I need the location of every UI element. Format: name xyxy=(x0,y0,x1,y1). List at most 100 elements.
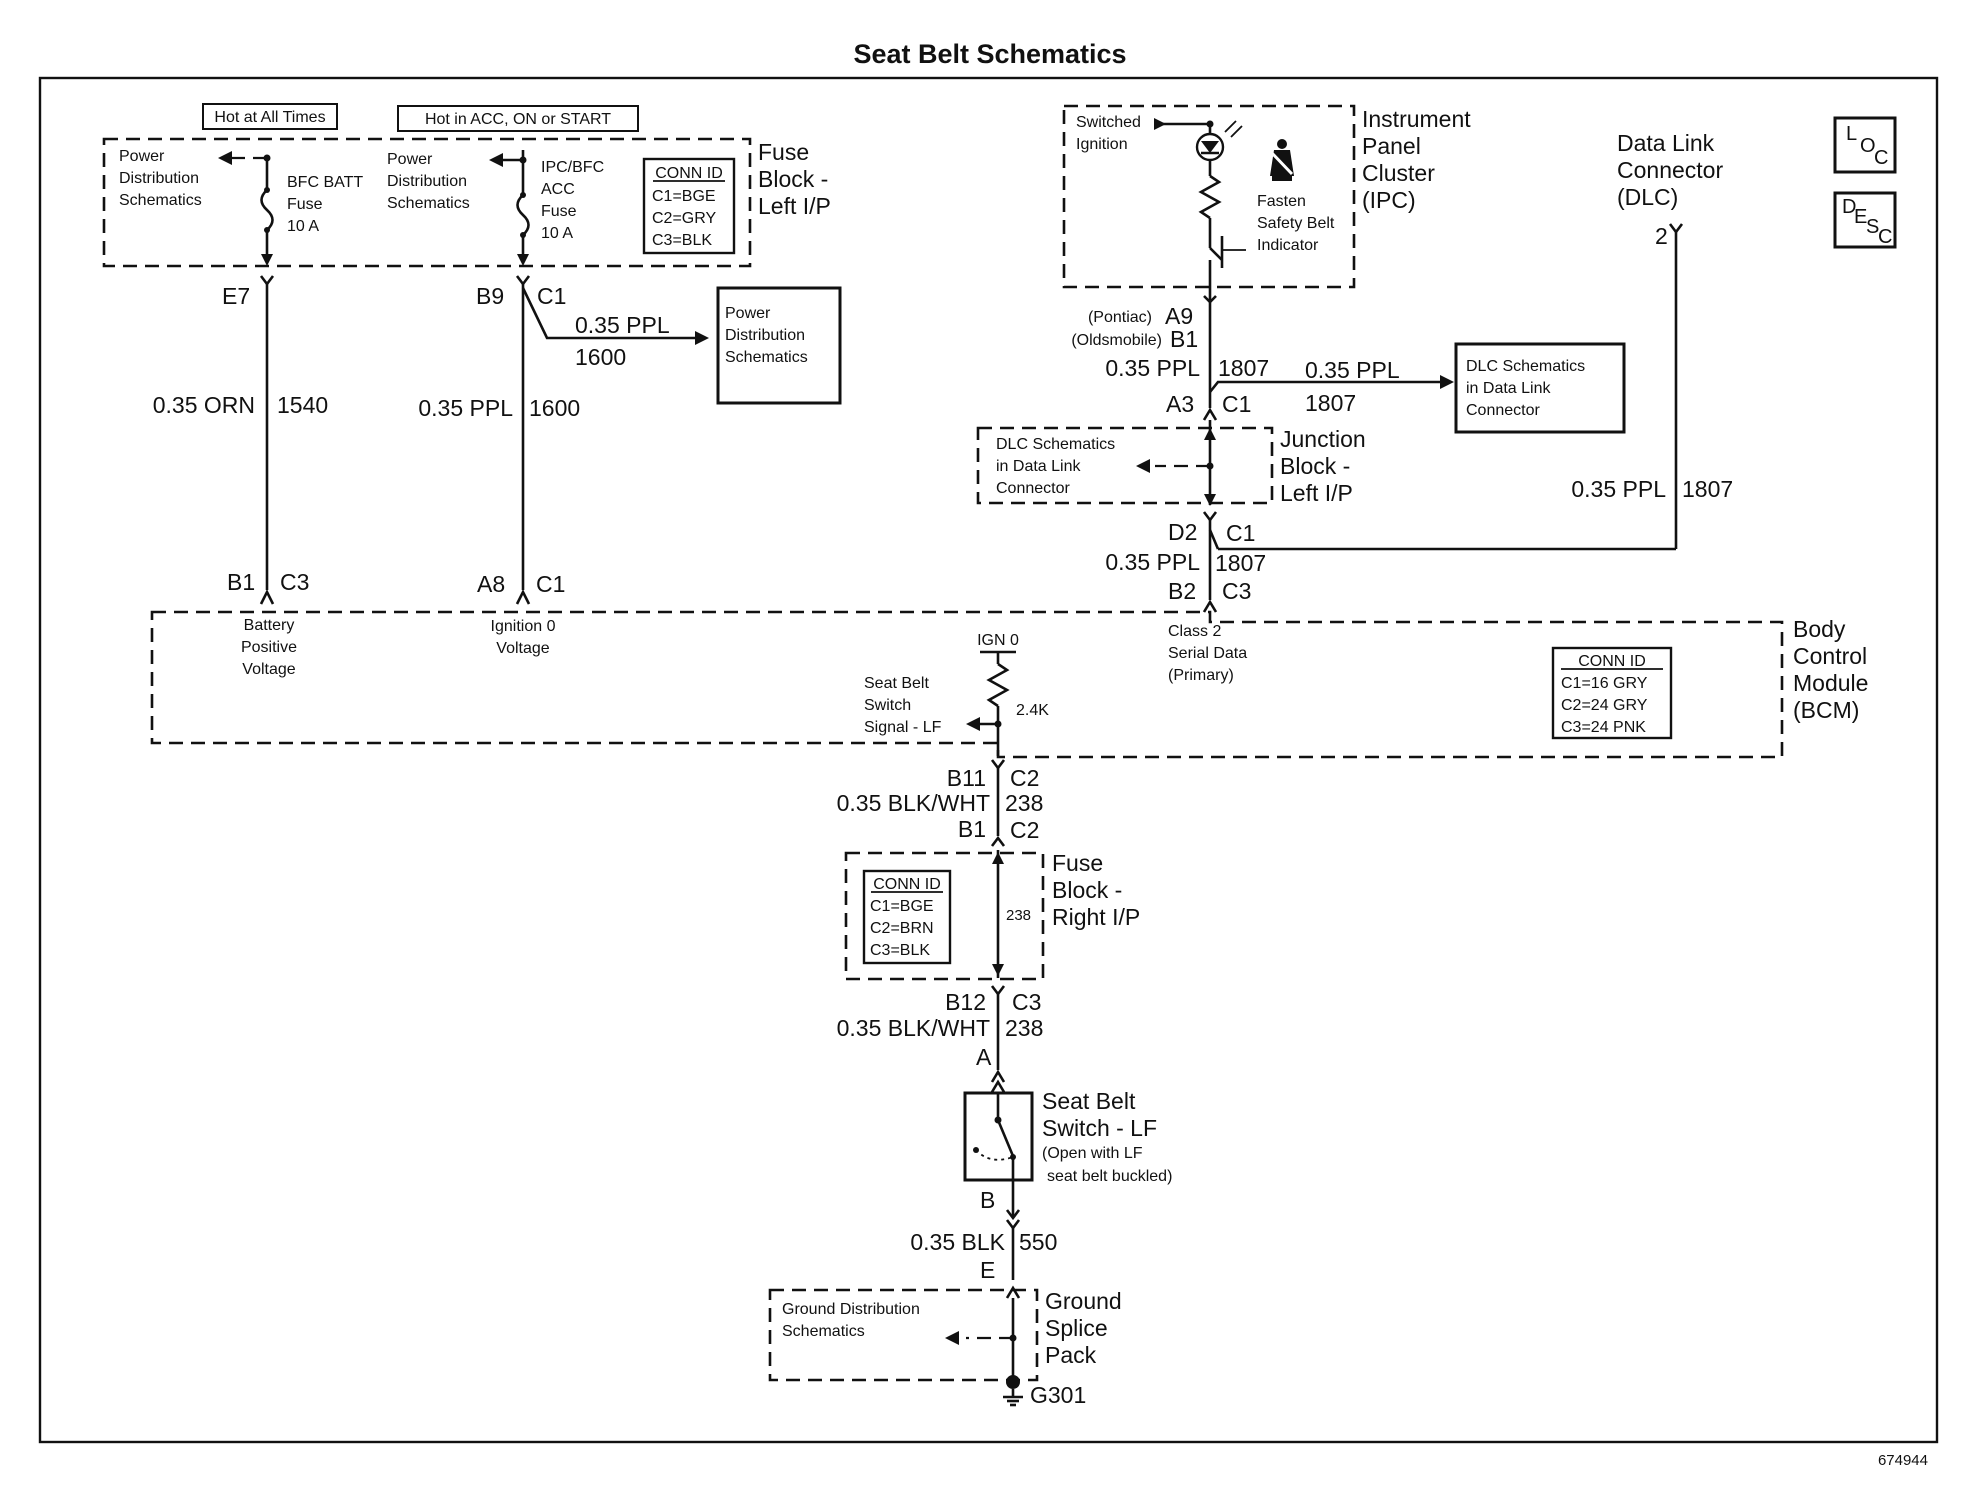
svg-text:C3=BLK: C3=BLK xyxy=(870,942,930,959)
svg-text:Class 2: Class 2 xyxy=(1168,623,1221,640)
svg-text:Right I/P: Right I/P xyxy=(1052,904,1140,930)
svg-text:Connector: Connector xyxy=(996,480,1070,497)
svg-text:Voltage: Voltage xyxy=(496,640,549,657)
bcm-pullup-resistor xyxy=(966,650,1016,756)
svg-text:Fuse: Fuse xyxy=(541,203,577,220)
connector-b1-bcm: B1 xyxy=(227,569,255,595)
svg-text:Ignition: Ignition xyxy=(1076,136,1128,153)
fuse-block-left-outline xyxy=(102,137,752,268)
connector-e: E xyxy=(980,1257,995,1283)
loc-icon[interactable]: L O C xyxy=(1833,116,1897,174)
wire-1807-ipc xyxy=(1202,302,1454,421)
ipc-tap-color: 0.35 PPL xyxy=(1305,357,1400,383)
power-distribution-box[interactable]: Power Distribution Schematics xyxy=(716,286,842,405)
svg-text:Instrument: Instrument xyxy=(1362,106,1471,132)
svg-text:(DLC): (DLC) xyxy=(1617,184,1678,210)
svg-text:Distribution: Distribution xyxy=(387,173,467,190)
connector-c3-b12: C3 xyxy=(1012,989,1041,1015)
conn-id-fuse-block-right: CONN ID C1=BGE C2=BRN C3=BLK xyxy=(862,869,952,965)
connector-b9: B9 xyxy=(476,283,504,309)
seat-belt-icon xyxy=(1269,139,1294,181)
wire-238-circuit-lower: 238 xyxy=(1005,1015,1043,1041)
wire-550 xyxy=(1005,1180,1021,1299)
ground-distribution-box[interactable]: Ground Distribution Schematics xyxy=(782,1301,920,1340)
connector-b: B xyxy=(980,1187,995,1213)
svg-text:O: O xyxy=(1860,135,1876,157)
connector-b11: B11 xyxy=(947,765,986,791)
wire-550-color: 0.35 BLK xyxy=(910,1229,1005,1255)
connector-c3-b2: C3 xyxy=(1222,578,1251,604)
svg-text:C3=24 PNK: C3=24 PNK xyxy=(1561,719,1646,736)
wire-1540-circuit: 1540 xyxy=(277,392,328,418)
connector-b1-lower: B1 xyxy=(958,816,986,842)
svg-text:C1=BGE: C1=BGE xyxy=(870,898,934,915)
seat-belt-signal-label: Seat Belt Switch Signal - LF xyxy=(864,675,942,736)
fuse-block-left-label: Fuse Block - Left I/P xyxy=(758,139,831,219)
svg-text:Distribution: Distribution xyxy=(119,170,199,187)
connector-c2-b1: C2 xyxy=(1010,817,1039,843)
ground-splice-label: Ground Splice Pack xyxy=(1045,1288,1122,1368)
svg-text:CONN ID: CONN ID xyxy=(655,165,723,182)
bfc-batt-fuse xyxy=(218,151,274,266)
power-distribution-ref-2[interactable]: Power Distribution Schematics xyxy=(387,151,470,212)
wire-1600-color: 0.35 PPL xyxy=(418,395,513,421)
svg-text:L: L xyxy=(1846,123,1857,145)
ipc-wire-color: 0.35 PPL xyxy=(1105,355,1200,381)
bcm-label: Body Control Module (BCM) xyxy=(1793,616,1868,723)
svg-text:Seat Belt: Seat Belt xyxy=(1042,1088,1136,1114)
seat-belt-switch-lf xyxy=(963,1091,1034,1182)
svg-text:Fuse: Fuse xyxy=(1052,850,1103,876)
svg-text:Power: Power xyxy=(725,305,771,322)
wire-1807-bcm xyxy=(1202,511,1220,613)
ground-symbol xyxy=(1003,1375,1023,1407)
svg-text:Junction: Junction xyxy=(1280,426,1366,452)
connector-a9: A9 xyxy=(1165,303,1193,329)
conn-id-bcm: CONN ID C1=16 GRY C2=24 GRY C3=24 PNK xyxy=(1551,646,1673,740)
svg-text:E: E xyxy=(1854,206,1867,228)
svg-text:Fuse: Fuse xyxy=(287,196,323,213)
fasten-safety-belt-label: Fasten Safety Belt Indicator xyxy=(1257,193,1335,254)
bcm-outline xyxy=(150,610,1784,759)
junction-dlc-box[interactable]: DLC Schematics in Data Link Connector xyxy=(996,436,1115,497)
wire-238-circuit-upper: 238 xyxy=(1005,790,1043,816)
tap-wire-circuit: 1600 xyxy=(575,344,626,370)
junction-splice xyxy=(1136,420,1216,506)
svg-text:Block -: Block - xyxy=(1280,453,1350,479)
pontiac-label: (Pontiac) xyxy=(1088,309,1152,326)
connector-c1-left: C1 xyxy=(537,283,566,309)
svg-text:CONN ID: CONN ID xyxy=(1578,653,1646,670)
ipc-bfc-acc-fuse xyxy=(489,150,530,266)
svg-text:S: S xyxy=(1866,216,1879,238)
resistor-value: 2.4K xyxy=(1016,702,1049,719)
ignition-voltage-label: Ignition 0 Voltage xyxy=(491,618,556,657)
svg-text:Battery: Battery xyxy=(244,617,295,634)
switched-ignition-label: Switched Ignition xyxy=(1076,114,1141,153)
svg-text:C: C xyxy=(1874,147,1888,169)
connector-e7: E7 xyxy=(222,283,250,309)
page-title: Seat Belt Schematics xyxy=(853,39,1126,69)
ipc-label: Instrument Panel Cluster (IPC) xyxy=(1362,106,1471,213)
dlc-schematics-box[interactable]: DLC Schematics in Data Link Connector xyxy=(1454,342,1626,434)
svg-text:Pack: Pack xyxy=(1045,1342,1097,1368)
battery-voltage-label: Battery Positive Voltage xyxy=(241,617,297,678)
wire-238-color-lower: 0.35 BLK/WHT xyxy=(837,1015,990,1041)
desc-icon[interactable]: D E S C xyxy=(1833,191,1897,249)
wire-1600-circuit: 1600 xyxy=(529,395,580,421)
svg-text:Ignition 0: Ignition 0 xyxy=(491,618,556,635)
svg-text:in Data Link: in Data Link xyxy=(1466,380,1551,397)
svg-text:Switched: Switched xyxy=(1076,114,1141,131)
svg-text:Schematics: Schematics xyxy=(387,195,470,212)
bfc-batt-fuse-label: BFC BATT Fuse 10 A xyxy=(287,174,363,235)
power-distribution-ref-1[interactable]: Power Distribution Schematics xyxy=(119,148,202,209)
safety-belt-indicator-circuit xyxy=(1154,118,1246,300)
svg-text:C2=24 GRY: C2=24 GRY xyxy=(1561,697,1648,714)
svg-text:in Data Link: in Data Link xyxy=(996,458,1081,475)
fuse-block-right-splice xyxy=(992,850,1004,978)
svg-text:C2=GRY: C2=GRY xyxy=(652,210,717,227)
svg-text:Fasten: Fasten xyxy=(1257,193,1306,210)
svg-text:Schematics: Schematics xyxy=(725,349,808,366)
svg-text:Hot in ACC, ON or START: Hot in ACC, ON or START xyxy=(425,111,611,128)
svg-text:Positive: Positive xyxy=(241,639,297,656)
svg-text:(BCM): (BCM) xyxy=(1793,697,1859,723)
